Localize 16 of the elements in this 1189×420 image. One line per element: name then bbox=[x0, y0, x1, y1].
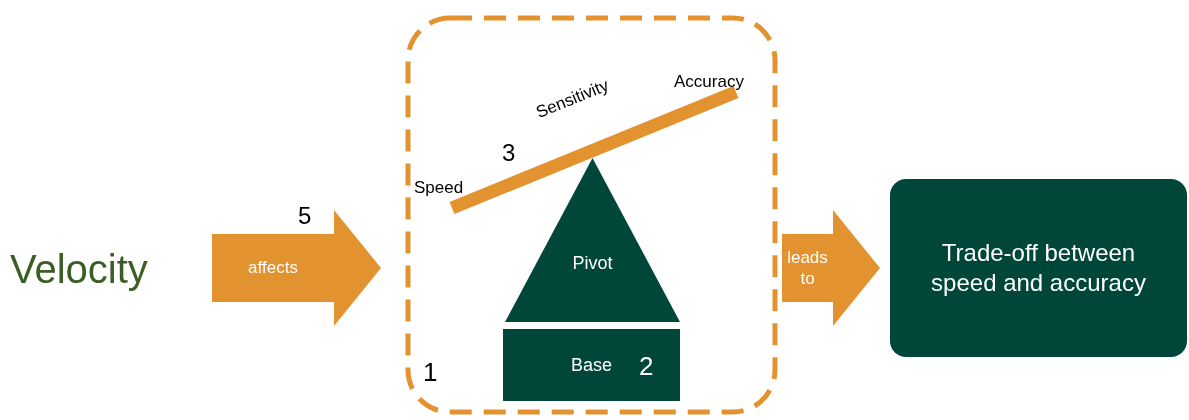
lever-label: Accuracy bbox=[674, 73, 744, 90]
outcome-text: Trade-off between speed and accuracy bbox=[930, 238, 1147, 298]
block-arrow bbox=[782, 210, 880, 326]
callout-number: 3 bbox=[502, 141, 516, 165]
base-block bbox=[503, 329, 680, 401]
base-label: Base bbox=[571, 356, 613, 374]
block-arrow bbox=[212, 210, 381, 326]
callout-number: 5 bbox=[298, 204, 312, 228]
edge-label: leads to bbox=[786, 246, 829, 290]
edge-label: affects bbox=[247, 257, 299, 279]
block-number: 2 bbox=[639, 353, 654, 379]
outcome-box bbox=[890, 179, 1187, 357]
velocity-label: Velocity bbox=[10, 238, 182, 300]
lever-label: Speed bbox=[414, 179, 464, 196]
frame-number: 1 bbox=[423, 359, 438, 385]
pivot-label: Pivot bbox=[571, 254, 614, 272]
